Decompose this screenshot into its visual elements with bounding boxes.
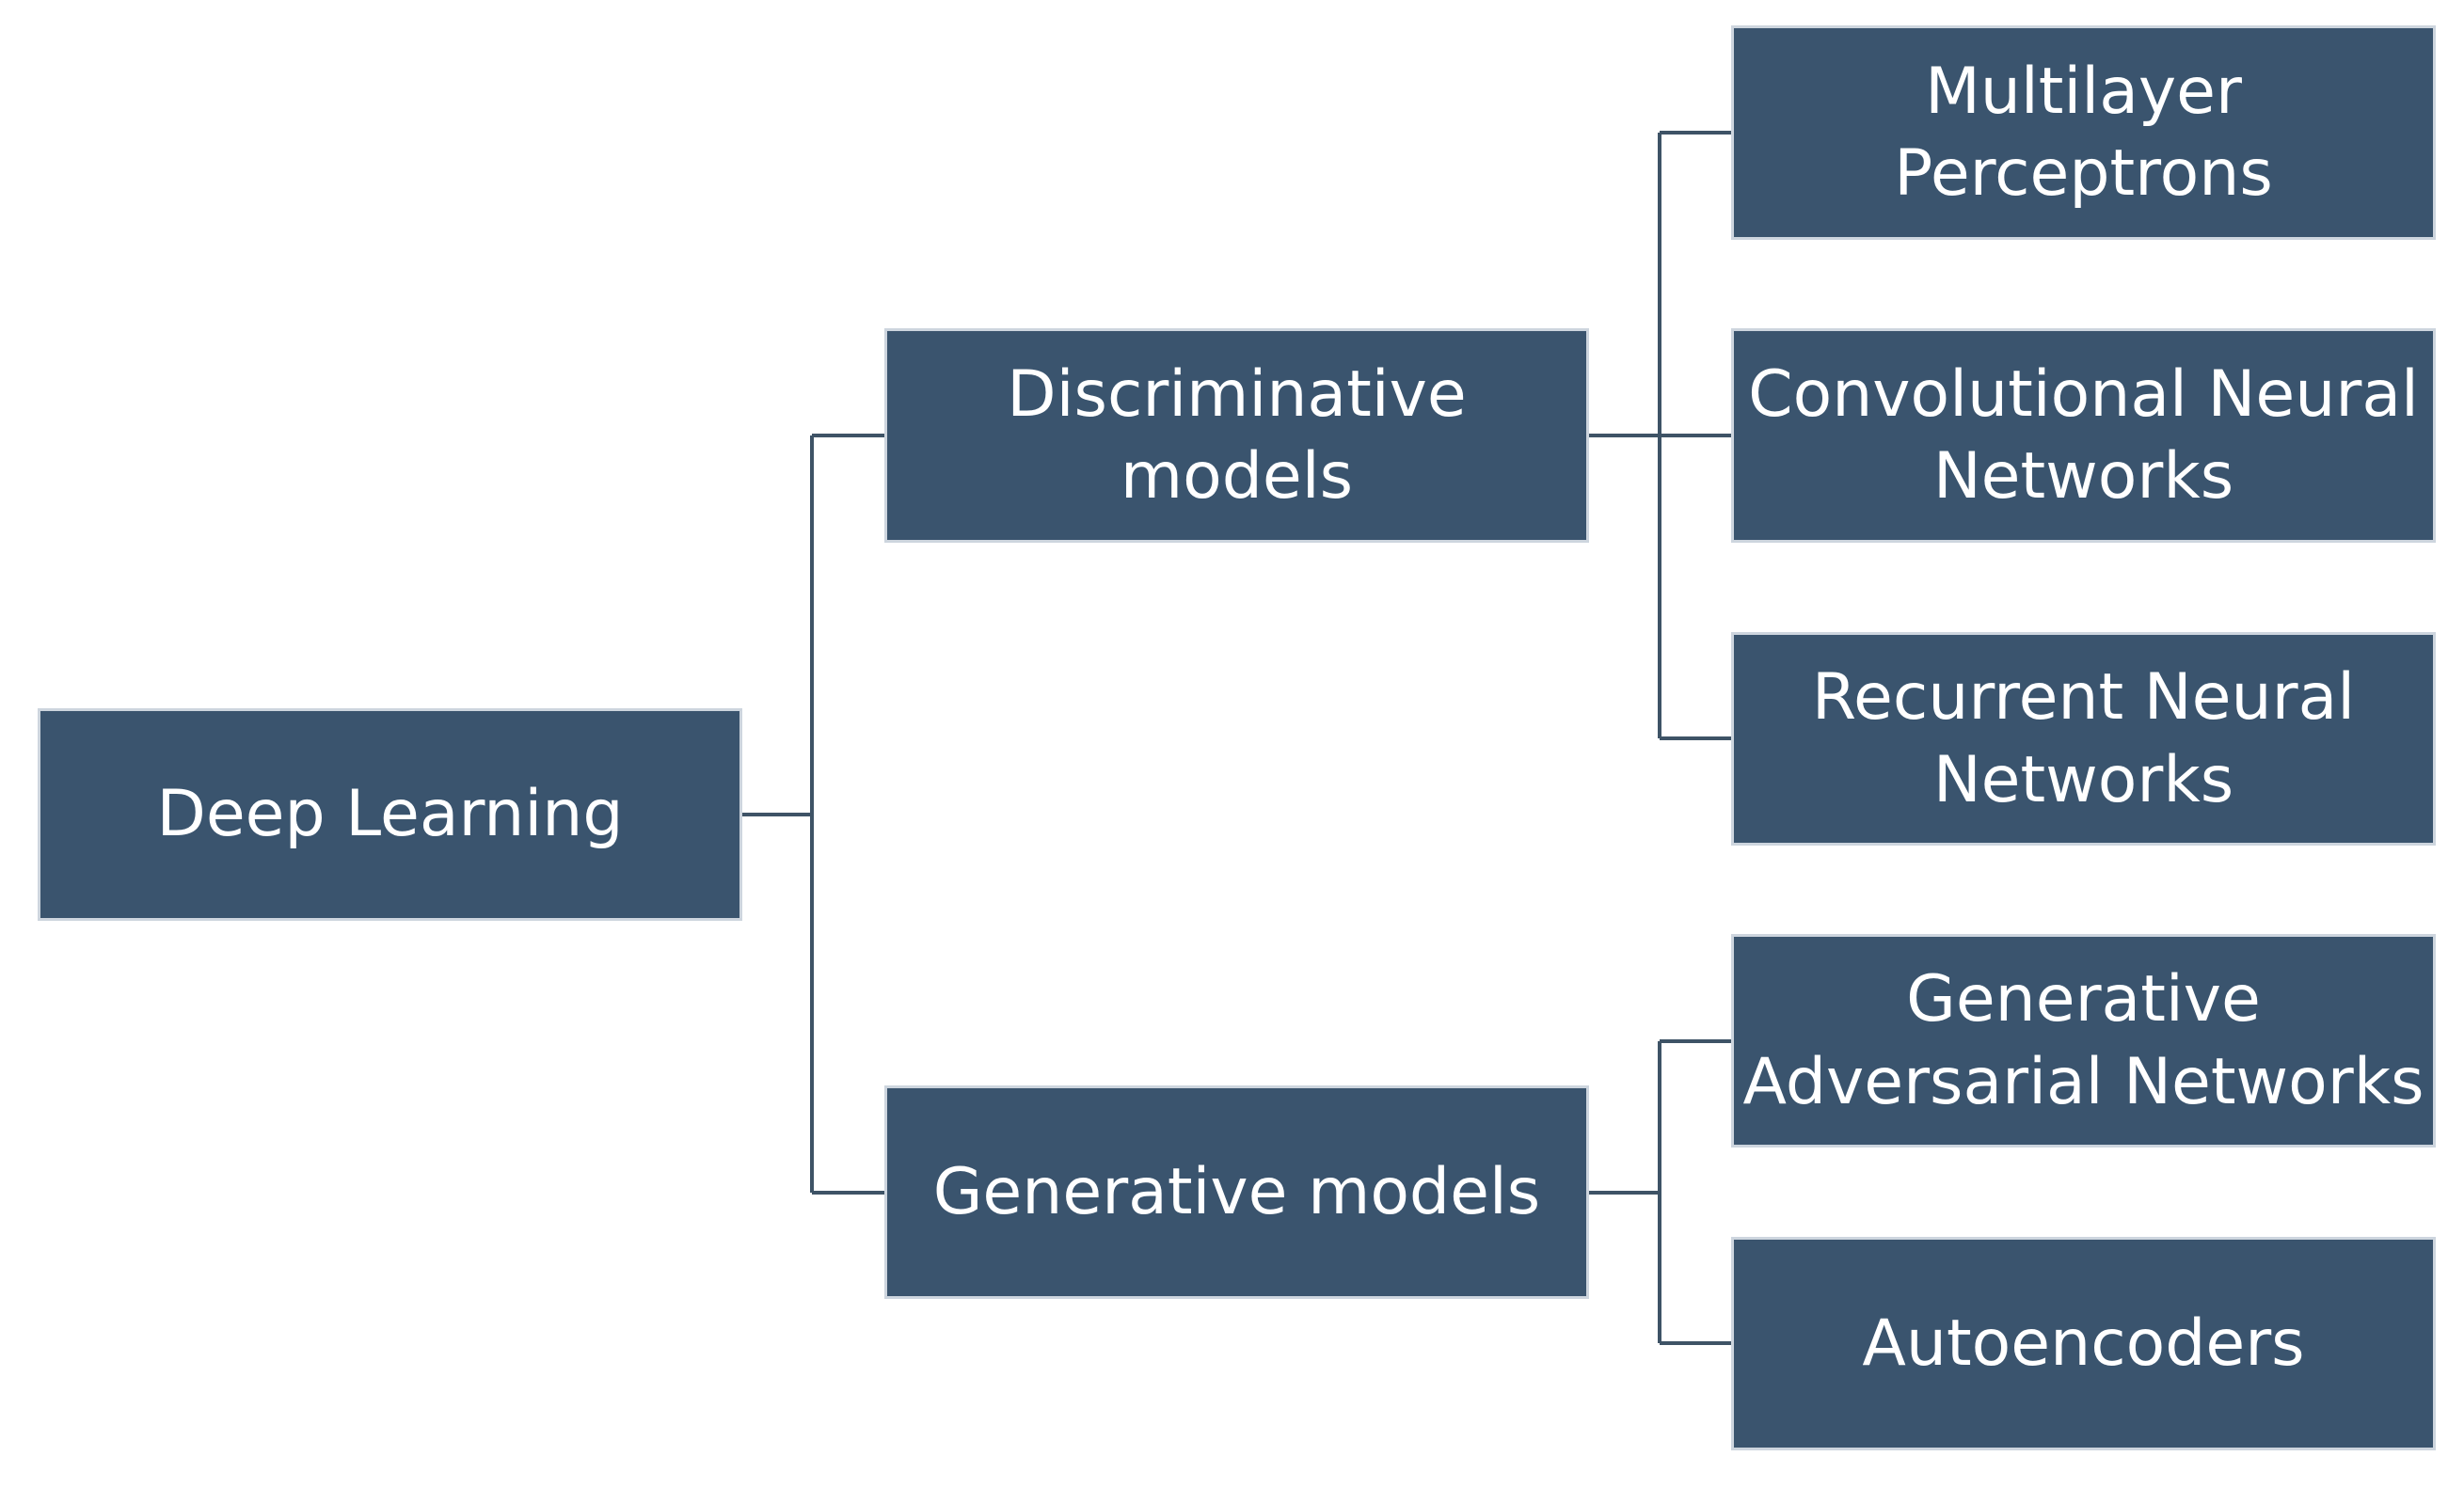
node-multilayer-perceptrons: Multilayer Perceptrons — [1731, 25, 2436, 240]
connector-generative-to-children — [1589, 1039, 1731, 1345]
node-deep-learning: Deep Learning — [38, 708, 742, 921]
connector-root-to-branches — [742, 434, 884, 1195]
node-convolutional-neural-networks: Convolutional Neural Networks — [1731, 328, 2436, 543]
node-generative-adversarial-networks: Generative Adversarial Networks — [1731, 934, 2436, 1148]
node-discriminative-models: Discriminative models — [884, 328, 1589, 543]
node-label: Autoencoders — [1862, 1306, 2305, 1381]
node-label: Convolutional Neural Networks — [1748, 356, 2419, 514]
node-generative-models: Generative models — [884, 1085, 1589, 1299]
node-label: Generative Adversarial Networks — [1742, 962, 2424, 1119]
node-autoencoders: Autoencoders — [1731, 1237, 2436, 1450]
node-label: Deep Learning — [156, 777, 624, 852]
node-label: Recurrent Neural Networks — [1811, 660, 2356, 817]
node-label: Discriminative models — [1007, 356, 1467, 514]
node-recurrent-neural-networks: Recurrent Neural Networks — [1731, 632, 2436, 846]
connector-discriminative-to-children — [1589, 131, 1731, 740]
node-label: Generative models — [932, 1154, 1541, 1229]
node-label: Multilayer Perceptrons — [1894, 54, 2273, 211]
